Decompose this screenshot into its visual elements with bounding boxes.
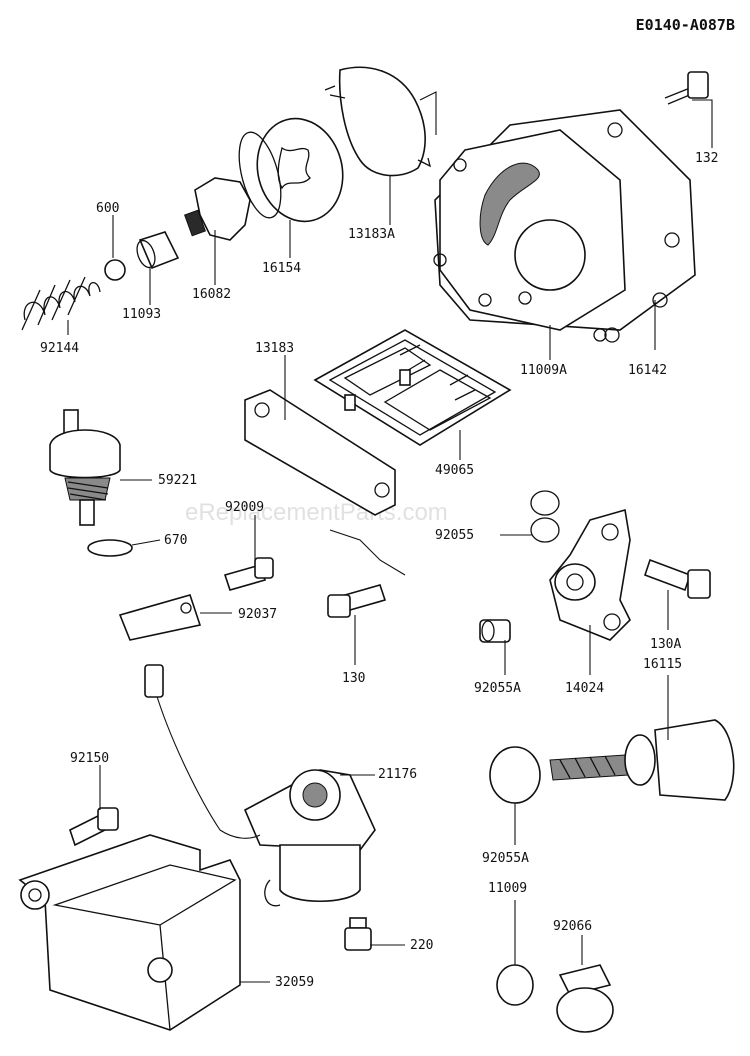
part-11093-sleeve [136, 231, 180, 270]
leader-lines [67, 99, 713, 983]
wire-connector [144, 664, 164, 698]
diagram-code: E0140-A087B [636, 16, 735, 34]
label-132: 132 [695, 151, 718, 166]
label-130a: 130A [650, 637, 681, 652]
part-92066-plug [556, 964, 614, 1033]
label-16082: 16082 [192, 287, 231, 302]
part-92055-oring [530, 490, 560, 543]
part-92037-clip [118, 594, 202, 641]
part-16154-rotor [238, 117, 344, 223]
part-220-screw [344, 917, 372, 951]
part-130a-bolt [643, 558, 711, 599]
part-92055a-fitting [479, 619, 511, 643]
part-21176-solenoid [243, 769, 376, 907]
label-220: 220 [410, 938, 433, 953]
label-92037: 92037 [238, 607, 277, 622]
part-32059-bracket [18, 834, 241, 1031]
label-13183a: 13183A [348, 227, 395, 242]
part-14024-joint [549, 508, 631, 641]
label-92055: 92055 [435, 528, 474, 543]
label-11009: 11009 [488, 881, 527, 896]
part-132-bolt [664, 71, 709, 105]
label-11093: 11093 [122, 307, 161, 322]
label-11009a: 11009A [520, 363, 567, 378]
part-92055a-oring [489, 746, 541, 804]
part-600-ball [104, 259, 126, 281]
wire [154, 689, 261, 839]
label-130: 130 [342, 671, 365, 686]
label-92066: 92066 [553, 919, 592, 934]
part-13183a-cover [324, 66, 437, 177]
label-21176: 21176 [378, 767, 417, 782]
label-14024: 14024 [565, 681, 604, 696]
part-11009a-gasket [433, 129, 626, 342]
label-16142: 16142 [628, 363, 667, 378]
part-59221-valve [49, 409, 121, 526]
label-16154: 16154 [262, 261, 301, 276]
part-670-oring [87, 539, 133, 557]
label-16115: 16115 [643, 657, 682, 672]
part-13183-bracket [244, 389, 406, 576]
part-49065-filter [313, 329, 512, 446]
label-49065: 49065 [435, 463, 474, 478]
label-92150: 92150 [70, 751, 109, 766]
label-92144: 92144 [40, 341, 79, 356]
part-16115-filter [549, 719, 735, 801]
label-92009: 92009 [225, 500, 264, 515]
part-labels: 600 11093 16082 16154 13183A 132 92144 1… [40, 151, 718, 990]
label-92055a-bottom: 92055A [482, 851, 529, 866]
watermark: eReplacementParts.com [185, 499, 448, 526]
label-59221: 59221 [158, 473, 197, 488]
label-92055a-top: 92055A [474, 681, 521, 696]
part-92144-spring [21, 276, 101, 331]
part-16082-inner-rotor [184, 177, 251, 241]
label-32059: 32059 [275, 975, 314, 990]
part-11009-gasket [496, 964, 534, 1006]
label-670: 670 [164, 533, 187, 548]
part-92150-bolt [69, 807, 119, 847]
label-13183: 13183 [255, 341, 294, 356]
part-130-bolt [327, 584, 387, 618]
label-600: 600 [96, 201, 119, 216]
part-92009-bolt [223, 557, 274, 591]
